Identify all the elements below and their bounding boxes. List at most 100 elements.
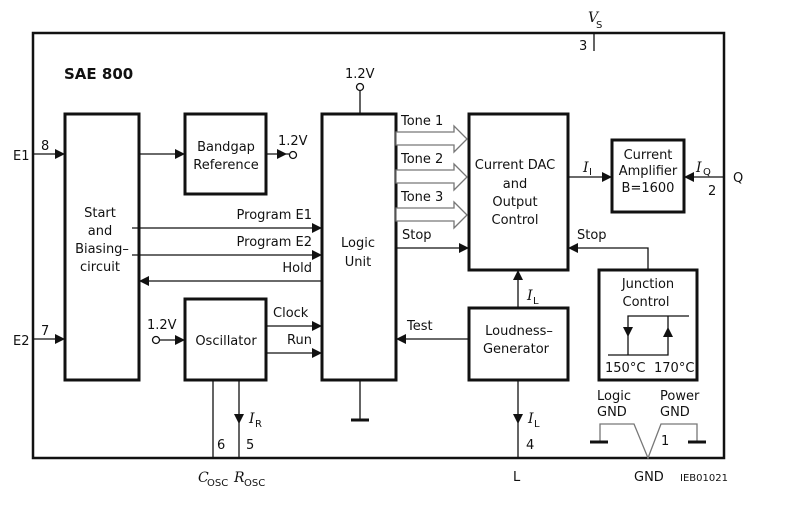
stop-junction-signal: Stop bbox=[568, 228, 649, 270]
chip-name: SAE 800 bbox=[64, 65, 133, 83]
e2-name: E2 bbox=[13, 334, 30, 349]
clock-label: Clock bbox=[273, 306, 309, 321]
gnd-pin-number: 1 bbox=[661, 434, 669, 449]
bandgap-line-2: Reference bbox=[193, 158, 258, 173]
start-biasing-line-3: Biasing– bbox=[75, 242, 129, 257]
logic-unit-line-1: Logic bbox=[341, 236, 375, 251]
vs-sub: S bbox=[596, 20, 602, 31]
bandgap-output: 1.2V bbox=[266, 134, 308, 160]
start-biasing-line-2: and bbox=[88, 224, 112, 239]
hold-signal: Hold bbox=[139, 261, 322, 286]
pin-l: I L 4 L bbox=[513, 380, 540, 485]
tone2-label: Tone 2 bbox=[400, 152, 443, 167]
current-amplifier-line-3: B=1600 bbox=[622, 181, 675, 196]
current-amplifier-line-2: Amplifier bbox=[619, 164, 678, 179]
tone1-bus: Tone 1 bbox=[395, 114, 468, 154]
il-down-label: I bbox=[527, 411, 534, 427]
start-biasing-line-4: circuit bbox=[80, 260, 120, 275]
l-pin-name: L bbox=[513, 470, 521, 485]
tone1-label: Tone 1 bbox=[400, 114, 443, 129]
ii-sub: I bbox=[589, 167, 592, 178]
junction-control-line-2: Control bbox=[623, 295, 670, 310]
il-up-label: I bbox=[526, 288, 533, 304]
osc-1v2-label: 1.2V bbox=[147, 318, 177, 333]
ir-label: I bbox=[248, 411, 255, 427]
current-amplifier-line-1: Current bbox=[624, 148, 673, 163]
il-down-sub: L bbox=[534, 419, 540, 430]
e2-pin-number: 7 bbox=[41, 324, 49, 339]
stop-logic-label: Stop bbox=[402, 228, 432, 243]
gnd-pin-name: GND bbox=[634, 470, 664, 485]
temp-150: 150°C bbox=[605, 361, 645, 376]
q-pin-name: Q bbox=[733, 171, 743, 186]
e1-name: E1 bbox=[13, 149, 30, 164]
tone2-bus: Tone 2 bbox=[395, 152, 468, 192]
current-dac-block: Current DAC and Output Control bbox=[467, 112, 570, 272]
tone3-label: Tone 3 bbox=[400, 190, 443, 205]
oscillator-label: Oscillator bbox=[195, 334, 257, 349]
logic-1v2-label: 1.2V bbox=[345, 67, 375, 82]
cosc-name: C bbox=[198, 470, 209, 486]
current-dac-line-3: Output bbox=[492, 195, 537, 210]
hold-label: Hold bbox=[282, 261, 312, 276]
power-gnd-line-1: Power bbox=[660, 389, 700, 404]
chip-outline bbox=[31, 31, 726, 460]
run-label: Run bbox=[287, 333, 312, 348]
logic-unit-block: Logic Unit bbox=[320, 112, 398, 382]
stop-logic-signal: Stop bbox=[396, 228, 469, 253]
ii-label: I bbox=[582, 160, 589, 176]
test-label: Test bbox=[406, 319, 433, 334]
vs-label: V bbox=[588, 10, 600, 26]
run-signal: Run bbox=[266, 333, 322, 358]
bandgap-1v2-label: 1.2V bbox=[278, 134, 308, 149]
program-e1-signal: Program E1 bbox=[132, 208, 322, 233]
e1-pin-number: 8 bbox=[41, 139, 49, 154]
pin-cosc: 6 C OSC bbox=[198, 380, 228, 489]
pin-e2: E2 7 bbox=[13, 324, 65, 349]
loudness-line-2: Generator bbox=[483, 342, 550, 357]
loudness-generator-block: Loudness– Generator bbox=[467, 306, 570, 382]
pin-q: I Q 2 Q bbox=[684, 160, 743, 199]
clock-signal: Clock bbox=[266, 306, 322, 331]
il-up-signal: I L bbox=[513, 270, 539, 308]
current-dac-line-4: Control bbox=[492, 213, 539, 228]
start-biasing-line-1: Start bbox=[84, 206, 116, 221]
ir-sub: R bbox=[255, 419, 262, 430]
l-pin-number: 4 bbox=[526, 438, 534, 453]
start-biasing-block: Start and Biasing– circuit bbox=[63, 112, 141, 382]
iq-label: I bbox=[695, 160, 702, 176]
vs-pin-number: 3 bbox=[579, 39, 587, 54]
cosc-pin-number: 6 bbox=[217, 438, 225, 453]
q-pin-number: 2 bbox=[708, 184, 716, 199]
rosc-name: R bbox=[233, 470, 245, 486]
pin-rosc: I R 5 R OSC bbox=[233, 380, 265, 489]
rosc-pin-number: 5 bbox=[246, 438, 254, 453]
rosc-sub: OSC bbox=[244, 478, 265, 489]
loudness-line-1: Loudness– bbox=[485, 324, 553, 339]
pin-gnd: Logic GND Power GND 1 GND bbox=[590, 389, 706, 485]
stop-junction-label: Stop bbox=[577, 228, 607, 243]
arrowhead bbox=[175, 149, 185, 159]
logic-gnd-line-1: Logic bbox=[597, 389, 631, 404]
pin-e1: E1 8 bbox=[13, 139, 65, 164]
logic-gnd-line-2: GND bbox=[597, 405, 627, 420]
junction-control-line-1: Junction bbox=[621, 277, 674, 292]
bandgap-block: Bandgap Reference bbox=[183, 112, 268, 196]
bandgap-line-1: Bandgap bbox=[197, 140, 255, 155]
iq-sub: Q bbox=[703, 167, 711, 178]
test-signal: Test bbox=[396, 319, 469, 344]
program-e2-signal: Program E2 bbox=[132, 235, 322, 260]
current-amplifier-block: Current Amplifier B=1600 bbox=[610, 138, 686, 214]
program-e1-label: Program E1 bbox=[237, 208, 312, 223]
il-up-sub: L bbox=[533, 296, 539, 307]
oscillator-block: Oscillator bbox=[183, 297, 268, 382]
junction-control-block: Junction Control 150°C 170°C bbox=[597, 268, 699, 382]
power-gnd-line-2: GND bbox=[660, 405, 690, 420]
current-dac-line-2: and bbox=[503, 177, 527, 192]
current-dac-line-1: Current DAC bbox=[475, 158, 555, 173]
supply-pin: V S 3 bbox=[579, 10, 602, 54]
ii-signal: I I bbox=[568, 160, 612, 182]
figure-id: IEB01021 bbox=[680, 473, 728, 484]
